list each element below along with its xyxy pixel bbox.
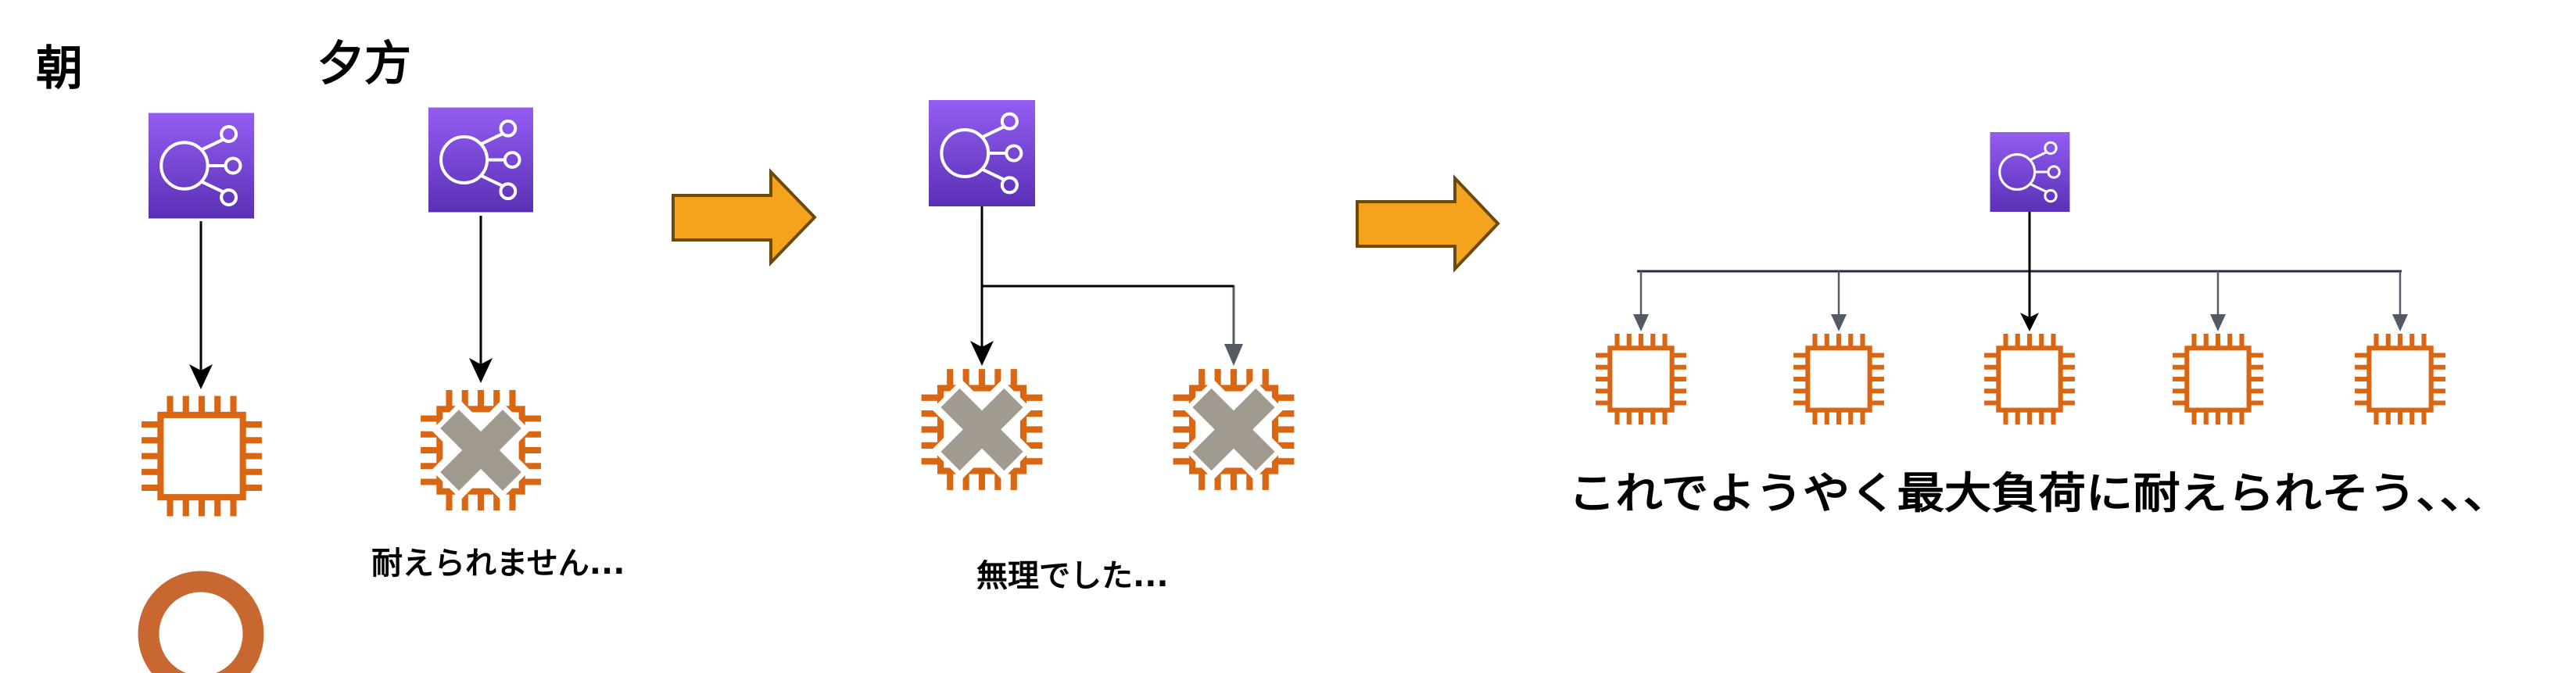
transition-arrow-icon — [1356, 174, 1500, 274]
ec2-instance-icon — [1596, 334, 1686, 424]
ec2-instance-icon — [2355, 334, 2445, 424]
evening-label: 夕方 — [317, 37, 411, 91]
x-cross-icon — [1198, 395, 1269, 465]
connector-arrows — [970, 206, 1243, 366]
cannot-handle-caption: 耐えられません... — [371, 546, 625, 582]
load-balancer-icon — [428, 108, 533, 213]
connector-arrows — [1633, 212, 2408, 331]
failed-instance — [922, 369, 1043, 490]
load-balancer-icon — [929, 100, 1035, 206]
finally-caption: これでようやく最大負荷に耐えられそう、、、 — [1568, 468, 2510, 518]
connector-arrow — [189, 221, 213, 389]
failed-instance — [421, 390, 541, 510]
ec2-instance-icon — [1793, 334, 1884, 424]
failed-caption: 無理でした... — [976, 558, 1169, 594]
failed-instance — [1173, 369, 1295, 490]
transition-arrow-icon — [672, 168, 817, 267]
load-balancer-icon — [1990, 132, 2070, 212]
x-cross-icon — [446, 416, 516, 485]
connector-arrow — [469, 216, 493, 383]
ec2-instance-icon — [1984, 334, 2075, 424]
load-balancer-icon — [149, 113, 254, 219]
ec2-instance-icon — [2173, 334, 2263, 424]
morning-label: 朝 — [36, 41, 83, 96]
ec2-instance-icon — [142, 396, 262, 517]
x-cross-icon — [947, 395, 1017, 465]
circle-ok-icon — [138, 571, 264, 673]
